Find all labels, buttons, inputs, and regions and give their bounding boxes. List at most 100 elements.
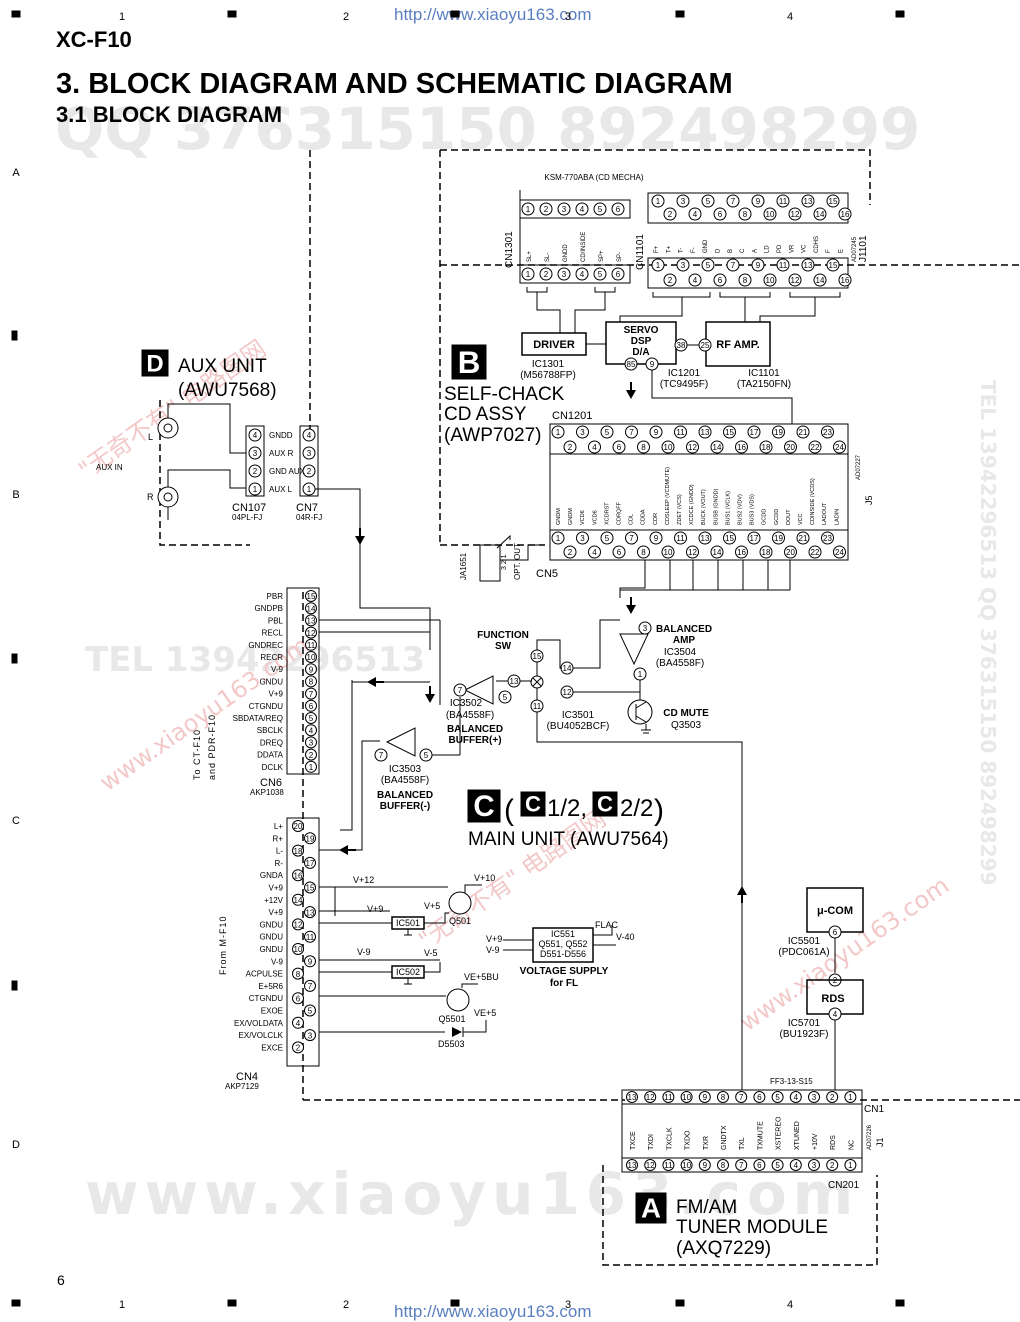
cn5-pin: [759, 545, 773, 559]
unit-a-badge: [635, 1192, 667, 1224]
wire: [315, 488, 431, 650]
grid-col-bottom: 4: [787, 1299, 793, 1311]
ic3502-opamp: [463, 675, 494, 705]
cn1201-pin: [772, 425, 785, 439]
cn1201-pin: [625, 425, 638, 439]
q-c: [635, 701, 647, 709]
cn6-signal: RECL: [262, 629, 284, 638]
source-link-bottom[interactable]: http://www.xiaoyu163.com: [394, 1302, 592, 1321]
pin-number: 24: [835, 548, 844, 557]
label-line: BALANCED: [447, 724, 503, 735]
label-line: BALANCED: [377, 790, 433, 801]
cn5-pin: [588, 545, 601, 559]
pin-number: 2: [668, 276, 673, 285]
cn1101-pin: [663, 207, 677, 221]
pin-number: 16: [841, 276, 850, 285]
wire: [496, 534, 511, 549]
cn1101-pin: [788, 273, 802, 287]
cn1-signal: GNDTX: [721, 1125, 728, 1150]
cn5-signal: BUS1 (VCLK): [725, 491, 731, 525]
cn5-signal: GNDM: [556, 508, 562, 525]
ve5-label: VE+5: [474, 1008, 496, 1018]
cn4-signal: L+: [274, 822, 283, 831]
pin-number: 85: [627, 360, 636, 369]
pin-number: 3: [309, 739, 314, 748]
cn201-pin: [789, 1159, 802, 1171]
unit-d-name: AUX UNIT: [178, 356, 267, 377]
pin-number: 5: [605, 428, 610, 437]
pin-number: 16: [737, 443, 746, 452]
cn201: [621, 1157, 863, 1173]
pin-number: 15: [306, 884, 315, 893]
v5a-label: V+5: [424, 901, 440, 911]
pin-number: 14: [713, 443, 722, 452]
grid-tick-top: [11, 10, 21, 18]
pin-number: 8: [721, 1093, 726, 1102]
cn1101-signal: C: [740, 248, 746, 253]
pin-number: 9: [654, 428, 659, 437]
q501-transistor: [448, 891, 472, 915]
cn6-signal: CTGNDU: [249, 702, 283, 711]
pin-number: 22: [811, 548, 820, 557]
pin-number: 18: [762, 548, 771, 557]
ic5701-part: (BU1923F): [780, 1029, 829, 1040]
pin-number: 7: [458, 686, 463, 695]
pin-number: 6: [309, 702, 314, 711]
label-line: IC551: [551, 929, 575, 939]
pin-number: 21: [799, 534, 808, 543]
cn6-pin: [305, 736, 317, 749]
pin-number: 13: [804, 197, 813, 206]
cn4-signal: GNDA: [260, 871, 284, 880]
pin-number: 1: [848, 1161, 853, 1170]
cn1101-pin: [776, 258, 790, 272]
cn1201-pin: [808, 440, 822, 454]
cn4-pin: [292, 1041, 304, 1054]
cn1101-pin: [688, 207, 702, 221]
cn1101-pin: [826, 258, 840, 272]
pin-number: 5: [605, 534, 610, 543]
cn1-signal: XSTEREO: [776, 1116, 783, 1150]
unit-c1-badge: [520, 791, 546, 817]
cn6-and: and PDR-F10: [207, 714, 217, 780]
pin-number: 3: [307, 449, 312, 458]
cn7-pin: [302, 428, 316, 442]
wire: [355, 740, 380, 851]
jack-r-label: R: [147, 492, 154, 502]
cn5-pin: [649, 531, 663, 545]
cn6-signal: SBDATA/REQ: [233, 714, 283, 723]
cn6-pin: [305, 724, 317, 737]
cn4-signal: EX/VOLDATA: [234, 1019, 284, 1028]
pin-number: 12: [307, 629, 316, 638]
pin-number: 1: [556, 428, 561, 437]
pin-number: 11: [306, 933, 315, 942]
cn1101-signal: A: [752, 249, 758, 253]
cn1201: [549, 423, 849, 455]
label-line: SERVO: [624, 325, 659, 336]
cn107-pin: [248, 428, 262, 442]
cn1201-pin: [563, 440, 577, 454]
pin-number: 6: [757, 1161, 762, 1170]
cn1301-pin-top: [611, 202, 625, 216]
bracket: [652, 292, 711, 298]
pin-number: 6: [718, 276, 723, 285]
rds-label: RDS: [821, 993, 844, 1005]
pin-number: 8: [296, 970, 301, 979]
cn7-label: CN7: [296, 502, 318, 514]
pin-number: 2: [544, 205, 549, 214]
pin-number: 25: [701, 341, 710, 350]
cn4-pin: [304, 930, 316, 943]
vm5-label: V-5: [424, 948, 438, 958]
cn6-pin: [305, 651, 317, 663]
unit-badge-letter: C: [473, 790, 494, 823]
cn5: [549, 529, 849, 561]
grid-tick-left: [11, 980, 18, 991]
cn6-part: AKP1038: [250, 788, 284, 797]
label-line: SW: [495, 641, 512, 652]
q5501-transistor: [446, 988, 470, 1012]
cn4-from: From M-F10: [218, 916, 228, 976]
label-line: BUFFER(-): [380, 801, 431, 812]
cn1: [621, 1089, 863, 1105]
source-link-top[interactable]: http://www.xiaoyu163.com: [394, 5, 592, 24]
label-line: DSP: [631, 336, 652, 347]
cn1101-top: [647, 192, 849, 224]
